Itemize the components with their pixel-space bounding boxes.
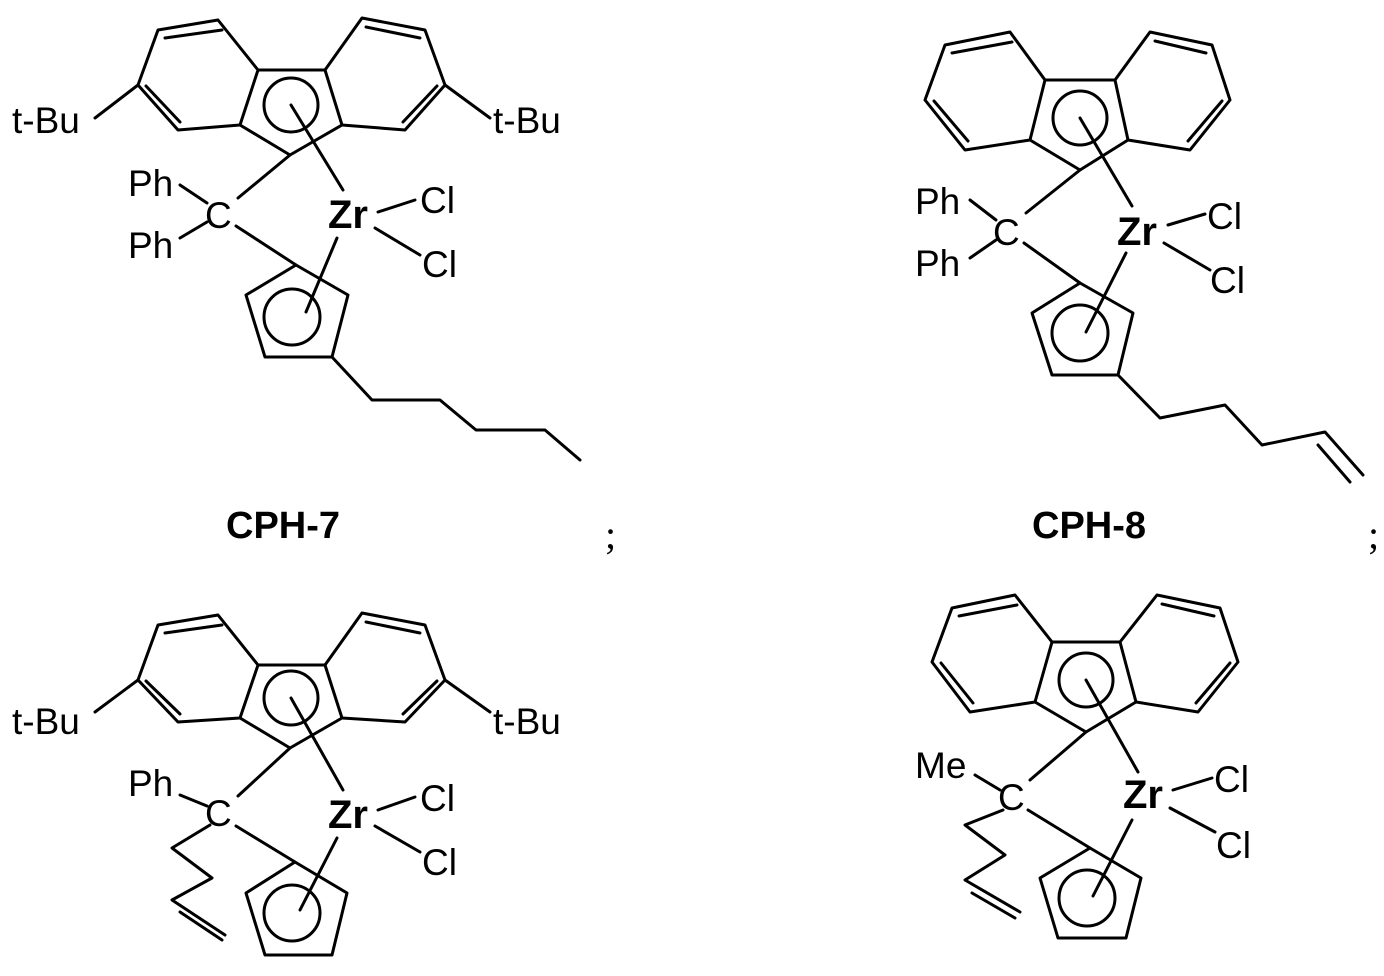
bridge-carbon-label: C xyxy=(205,793,232,834)
ph-top-label: Ph xyxy=(128,163,173,204)
compound-name-cph-7: CPH-7 xyxy=(226,505,340,547)
separator-semicolon: ; xyxy=(605,512,616,557)
chloride-bottom-label: Cl xyxy=(1210,260,1245,301)
fluorenyl-right-ring xyxy=(1120,595,1238,712)
cp-eta-circle xyxy=(1052,305,1108,361)
ph-bottom-label: Ph xyxy=(915,243,960,284)
cp-eta-circle xyxy=(264,885,320,941)
butenyl-chain xyxy=(172,825,225,935)
cp-eta-circle xyxy=(1059,870,1115,926)
zirconium-label: Zr xyxy=(1117,210,1157,254)
butenyl-chain xyxy=(965,810,1020,912)
fluorenyl-left-ring xyxy=(932,595,1052,712)
fluorenyl-right-ring xyxy=(325,18,445,130)
separator-semicolon: ; xyxy=(1368,512,1379,557)
tbu-left-label: t-Bu xyxy=(12,100,80,141)
cp-eta-circle xyxy=(264,289,320,345)
tbu-right-label: t-Bu xyxy=(493,100,561,141)
zirconium-label: Zr xyxy=(328,793,368,837)
compound-bottom-right: Me C Zr Cl Cl xyxy=(915,595,1251,938)
fluorenyl-left-ring xyxy=(138,20,258,130)
tbu-left-label: t-Bu xyxy=(12,701,80,742)
chloride-top-label: Cl xyxy=(1214,759,1249,800)
bridge-carbon-label: C xyxy=(205,195,232,236)
me-label: Me xyxy=(915,745,966,786)
bridge-carbon-label: C xyxy=(993,212,1020,253)
compound-name-cph-8: CPH-8 xyxy=(1032,505,1146,547)
pentyl-chain xyxy=(332,357,580,460)
ph-top-label: Ph xyxy=(915,181,960,222)
compound-cph-8: Ph Ph C Zr Cl Cl CPH-8 ; xyxy=(915,32,1379,557)
ph-label: Ph xyxy=(128,763,173,804)
compound-cph-7: t-Bu t-Bu Ph Ph C Zr Cl Cl CPH-7 ; xyxy=(12,18,616,557)
zirconium-label: Zr xyxy=(328,193,368,237)
chloride-top-label: Cl xyxy=(420,180,455,221)
bridge-carbon-label: C xyxy=(998,777,1025,818)
chloride-bottom-label: Cl xyxy=(422,244,457,285)
ph-bottom-label: Ph xyxy=(128,225,173,266)
chloride-bottom-label: Cl xyxy=(1216,825,1251,866)
chloride-top-label: Cl xyxy=(420,778,455,819)
chloride-bottom-label: Cl xyxy=(422,842,457,883)
zirconium-label: Zr xyxy=(1123,773,1163,817)
fluorenyl-left-ring xyxy=(925,32,1045,150)
compound-bottom-left: t-Bu t-Bu Ph C Zr Cl Cl xyxy=(12,613,561,955)
pentenyl-chain xyxy=(1118,375,1363,475)
fluorenyl-left-ring xyxy=(138,615,258,722)
chloride-top-label: Cl xyxy=(1207,196,1242,237)
tbu-right-label: t-Bu xyxy=(493,701,561,742)
fluorenyl-right-ring xyxy=(325,613,445,722)
fluorenyl-right-ring xyxy=(1115,32,1230,150)
